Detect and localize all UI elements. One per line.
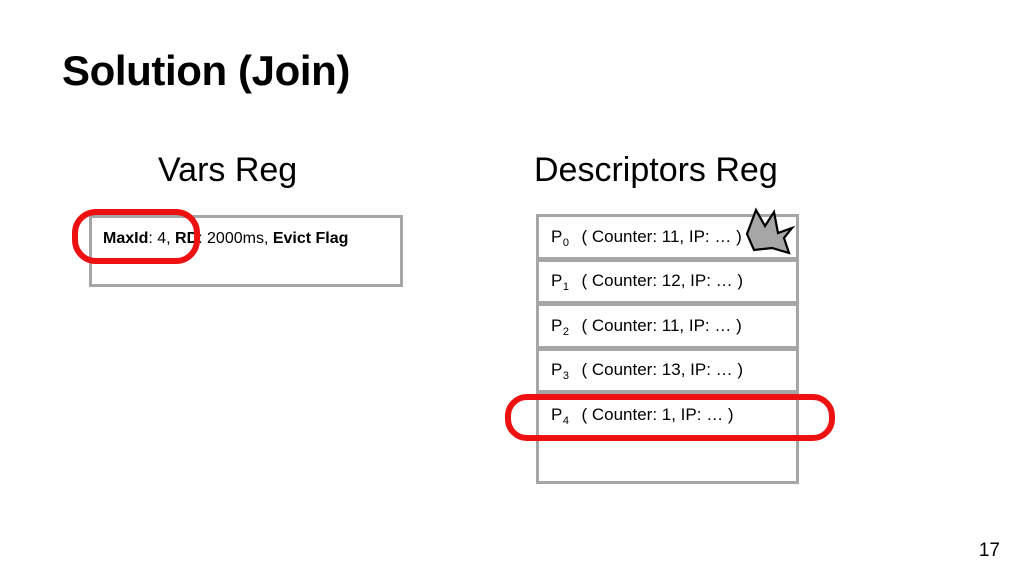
row-descriptor-value: ( Counter: 11, IP: … ): [581, 315, 742, 335]
evict-flag-label: Evict Flag: [272, 230, 349, 247]
row-descriptor-value: ( Counter: 1, IP: … ): [581, 404, 734, 424]
table-row[interactable]: P3 ( Counter: 13, IP: … ): [536, 347, 799, 393]
vars-reg-heading: Vars Reg: [158, 151, 298, 189]
row-descriptor-value: ( Counter: 13, IP: … ): [581, 360, 744, 380]
rd-label: RD: [175, 230, 199, 247]
crown-arrow-pointer-icon: [744, 206, 796, 258]
page-title: Solution (Join): [62, 47, 350, 94]
table-row[interactable]: P1 ( Counter: 12, IP: … ): [536, 258, 799, 304]
page-number: 17: [978, 540, 1000, 561]
table-row[interactable]: P2 ( Counter: 11, IP: … ): [536, 303, 799, 349]
table-row-empty[interactable]: [536, 436, 799, 484]
row-descriptor-value: ( Counter: 11, IP: … ): [581, 226, 742, 246]
row-process-id: P2: [551, 315, 569, 338]
row-process-id: P3: [551, 360, 569, 383]
table-row[interactable]: P4 ( Counter: 1, IP: … ): [536, 392, 799, 438]
maxid-value: : 4,: [148, 230, 176, 247]
vars-reg-text: MaxId: 4, RD: 2000ms, Evict Flag: [103, 227, 378, 251]
row-process-id: P4: [551, 404, 569, 427]
vars-reg-box: MaxId: 4, RD: 2000ms, Evict Flag: [89, 215, 403, 287]
row-descriptor-value: ( Counter: 12, IP: … ): [581, 271, 744, 291]
row-process-id: P1: [551, 271, 569, 294]
rd-value: : 2000ms,: [198, 230, 273, 247]
maxid-label: MaxId: [103, 230, 149, 247]
descriptors-reg-heading: Descriptors Reg: [534, 151, 778, 189]
row-process-id: P0: [551, 226, 569, 249]
